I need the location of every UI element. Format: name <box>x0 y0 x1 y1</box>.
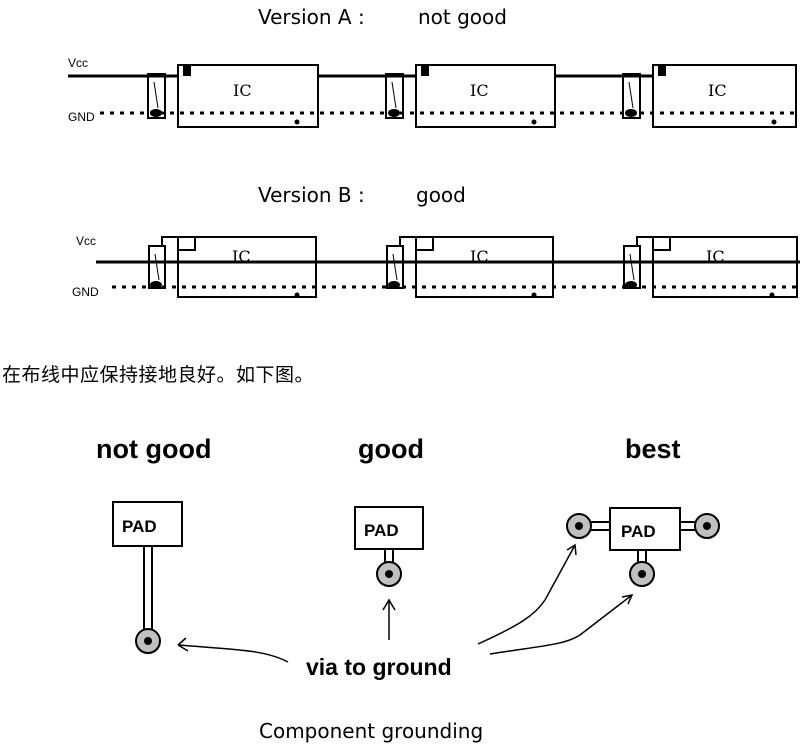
good-pad-assembly: PAD <box>354 506 424 587</box>
arrow-to-best-bottom-via <box>489 594 633 655</box>
instruction-text: 在布线中应保持接地良好。如下图。 <box>2 364 315 386</box>
version-b-ic-3-vcc-trace <box>636 236 671 251</box>
version-b-ic-2-vcc-trace <box>399 236 434 251</box>
version-a-ic-1-label: IC <box>233 81 252 100</box>
version-a-ic-3 <box>652 64 797 128</box>
version-a-ic-1-gnd-pin <box>294 119 300 125</box>
not-good-heading: not good <box>96 434 211 464</box>
best-heading: best <box>625 434 681 464</box>
version-a-section: Version A : not good Vcc GND IC IC IC <box>68 5 800 128</box>
version-a-ic-3-label: IC <box>708 81 727 100</box>
arrow-to-best-left-via <box>477 544 576 645</box>
version-b-gnd-label: GND <box>72 285 99 299</box>
version-a-ic-1 <box>177 64 319 128</box>
version-b-ic-1 <box>177 236 317 298</box>
version-b-capacitor-3 <box>623 245 641 289</box>
version-b-capacitor-1 <box>148 245 166 289</box>
version-b-vcc-label: Vcc <box>76 234 96 248</box>
version-a-capacitor-3 <box>622 73 641 119</box>
via-annotation-arrows <box>177 543 634 663</box>
version-a-ic-3-vcc-pin <box>658 65 666 76</box>
not-good-pad-assembly: PAD <box>112 501 183 654</box>
version-b-verdict: good <box>416 183 466 207</box>
version-b-ic-3-gnd-pin <box>769 292 775 298</box>
version-b-ic-1-gnd-pin <box>294 292 300 298</box>
version-a-vcc-label: Vcc <box>68 56 88 70</box>
version-b-ic-2 <box>415 236 554 298</box>
version-a-ic-3-gnd-pin <box>771 119 777 125</box>
component-grounding-caption: Component grounding <box>259 719 483 743</box>
version-b-ic-3 <box>652 236 798 298</box>
good-pad-label: PAD <box>364 521 399 540</box>
version-b-section: Version B : good Vcc GND IC IC IC <box>72 183 800 299</box>
version-a-ic-2 <box>415 64 556 128</box>
version-a-capacitor-2 <box>385 73 404 119</box>
version-a-ic-1-vcc-pin <box>183 65 191 76</box>
version-a-title: Version A : <box>258 5 365 29</box>
good-heading: good <box>358 434 424 464</box>
via-to-ground-label: via to ground <box>306 654 452 680</box>
version-a-ic-2-vcc-pin <box>421 65 429 76</box>
grounding-section: not good good best PAD PAD PAD <box>96 434 720 743</box>
version-b-capacitor-2 <box>386 245 404 289</box>
version-a-ic-2-gnd-pin <box>531 119 537 125</box>
good-pad <box>354 506 424 550</box>
not-good-pad <box>112 501 183 547</box>
not-good-pad-label: PAD <box>122 517 157 536</box>
best-pad-assembly: PAD <box>566 507 720 587</box>
best-pad-label: PAD <box>621 522 656 541</box>
version-a-verdict: not good <box>418 5 507 29</box>
version-b-ic-2-gnd-pin <box>531 292 537 298</box>
arrow-to-not-good-via <box>177 644 289 663</box>
version-a-capacitor-1 <box>147 73 166 119</box>
version-b-ic-1-vcc-trace <box>161 236 196 251</box>
version-b-title: Version B : <box>258 183 365 207</box>
version-a-gnd-label: GND <box>68 110 95 124</box>
version-a-ic-2-label: IC <box>470 81 489 100</box>
